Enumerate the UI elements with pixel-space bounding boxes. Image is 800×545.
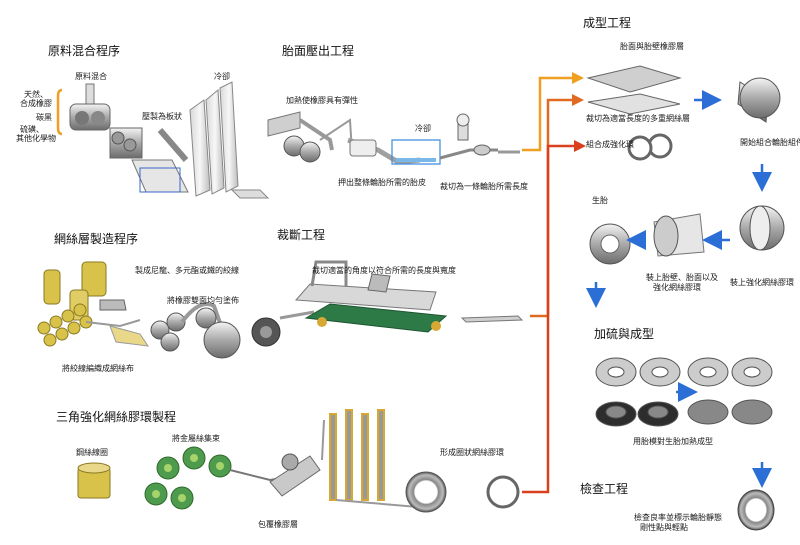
- title-inspection: 檢查工程: [580, 482, 629, 496]
- label-heat: 加熱使橡膠具有彈性: [286, 96, 358, 105]
- arrow-bead-to-forming: [522, 144, 574, 494]
- flow-arrows: [522, 72, 772, 494]
- label-multi-ply: 裁切為適當長度的多重網絲層: [586, 114, 690, 123]
- label-bundle: 將金屬絲集束: [172, 434, 220, 443]
- label-sulfur-2: 其他化學物: [16, 134, 56, 143]
- arrow-cutting-to-forming: [530, 98, 572, 318]
- title-raw-mixing: 原料混合程序: [48, 44, 121, 58]
- raw-mixing-illustration: [56, 81, 270, 199]
- label-rubber-2: 合成橡膠: [20, 99, 52, 108]
- label-angle-cut: 裁切適當的角度以符合所需的長度與寬度: [312, 266, 456, 275]
- label-install-1: 裝上胎壁、胎面以及: [646, 273, 718, 282]
- label-tread-sidewall: 胎面與胎壁橡膠層: [620, 42, 684, 51]
- label-green-tire: 生胎: [592, 196, 608, 205]
- label-coat: 將橡膠雙面均勻塗佈: [167, 296, 239, 305]
- label-mold: 用胎模對生胎加熱成型: [633, 437, 713, 446]
- ply-making-illustration: [37, 261, 241, 359]
- title-curing: 加硫與成型: [594, 327, 655, 341]
- label-rubber-1: 天然、: [24, 90, 48, 99]
- label-ring: 形成圈狀網絲膠環: [440, 448, 504, 457]
- label-carbon: 碳黑: [36, 113, 52, 122]
- label-wire-coil: 鋼絲線圈: [76, 448, 108, 457]
- label-wrap: 包覆橡膠層: [258, 520, 298, 529]
- label-twist: 製成尼龍、多元酯或鐵的絞線: [135, 266, 239, 275]
- label-sheet: 壓製為板狀: [142, 112, 182, 121]
- forming-illustration: [586, 65, 785, 265]
- arrow-extrusion-to-forming: [522, 76, 572, 152]
- label-weave: 將絞線編織成網絲布: [62, 364, 134, 373]
- label-check-1: 檢查良率並標示輪胎靜態: [634, 513, 722, 522]
- title-ply-making: 網絲層製造程序: [54, 232, 139, 246]
- label-sulfur-1: 硫磺、: [20, 125, 44, 134]
- curing-illustration: [595, 357, 775, 531]
- label-reinforce: 裝上強化網絲膠環: [730, 278, 794, 287]
- label-install-2: 強化網絲膠環: [653, 283, 701, 292]
- label-tread-cool: 冷卻: [415, 124, 431, 133]
- label-cut: 裁切為一條輪胎所需長度: [440, 182, 528, 191]
- label-check-2: 剛性點與輕點: [640, 523, 688, 532]
- bead-making-illustration: [77, 409, 520, 513]
- label-extrude: 押出整條輪胎所需的胎皮: [338, 178, 426, 187]
- tread-extrusion-illustration: [267, 111, 520, 165]
- label-raw-mix: 原料混合: [75, 72, 107, 81]
- label-raw-cool: 冷卻: [214, 72, 230, 81]
- label-bead-ring: 組合成強化環: [586, 140, 634, 149]
- title-forming: 成型工程: [583, 16, 632, 30]
- title-tread-extrusion: 胎面壓出工程: [282, 44, 355, 58]
- cutting-illustration: [251, 260, 524, 347]
- title-cutting: 裁斷工程: [277, 228, 326, 242]
- title-bead: 三角強化網絲膠環製程: [56, 410, 177, 424]
- label-start: 開始組合輪胎組件: [740, 138, 800, 147]
